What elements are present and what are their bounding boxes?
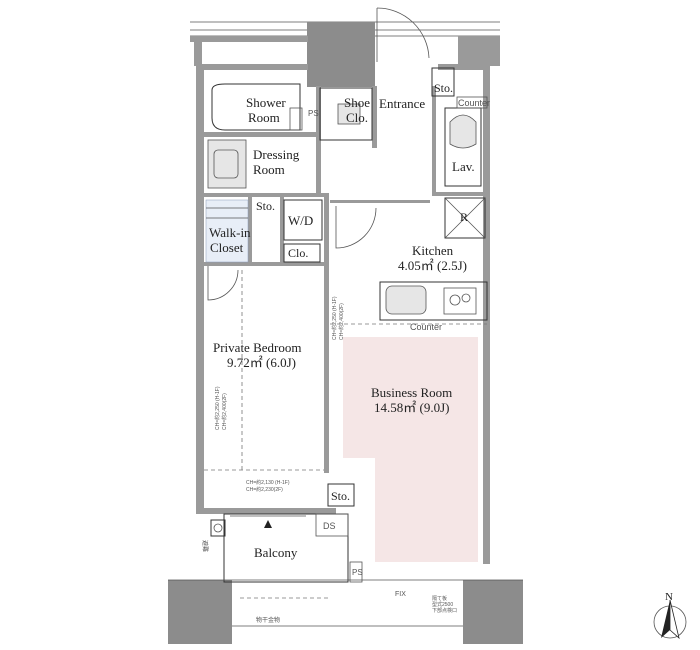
lav-counter-box (456, 96, 488, 109)
ps-bottom-label: PS (352, 568, 363, 577)
ch-bed-1: CH=約2,130 (H-1F) (246, 479, 290, 486)
walkin-label-1: Walk-in (209, 225, 251, 240)
shower-fixtures (211, 83, 303, 131)
ch-left-a: CH=約2,250 (H-1F) (214, 386, 221, 430)
entrance-label: Entrance (379, 96, 425, 111)
ps-top-label: PS (308, 109, 319, 118)
shoe-closet-shelf (337, 103, 361, 125)
toilet (444, 107, 482, 187)
clo-label: Clo. (288, 246, 308, 260)
sto-top-label: Sto. (434, 81, 453, 95)
ch-bed-2: CH=約2,230(2F) (246, 486, 283, 493)
bottom-storage-box (327, 483, 355, 507)
column-bottom-right (463, 580, 523, 644)
partition-1: 隔て板 (432, 595, 447, 602)
refrigerator-box (444, 197, 486, 239)
shoe-label-2: Clo. (346, 110, 368, 125)
walkin-closet-shelving (205, 199, 249, 263)
balcony-label: Balcony (254, 545, 298, 560)
entrance-storage-box (431, 67, 455, 97)
partition-2: 型式2500 (432, 601, 453, 608)
wd-label: W/D (288, 213, 313, 228)
ds-label: DS (323, 521, 336, 531)
dressing-sink (207, 139, 247, 189)
dressing-label-1: Dressing (253, 147, 300, 162)
kitchen-label: Kitchen (412, 243, 454, 258)
balcony-outline (223, 513, 363, 599)
north-compass-icon: N (653, 591, 687, 640)
sto-mid-label: Sto. (256, 199, 275, 213)
entrance-door (376, 7, 430, 62)
fix-label: FIX (395, 591, 406, 598)
column-bottom-left (168, 580, 232, 644)
ch-vert-b: CH=約2,400(2F) (338, 303, 345, 340)
ch-vert-a: CH=約2,250 (H-1F) (331, 296, 338, 340)
shoe-label-1: Shoe (344, 95, 370, 110)
shoe-closet-box (319, 87, 373, 141)
kitchen-counter (379, 281, 488, 321)
window-triangle (264, 520, 272, 528)
bedroom-door (207, 266, 239, 301)
dashed-lines (204, 270, 487, 471)
lav-label: Lav. (452, 159, 475, 174)
kitchen-counter-label: Counter (410, 322, 442, 332)
shower-label-2: Room (248, 110, 280, 125)
emergency-label: 避難 (201, 540, 209, 552)
drying-label: 物干金物 (256, 616, 280, 624)
interior-walls (204, 86, 487, 473)
emergency-hatch-icon (210, 519, 226, 537)
hall-door (335, 206, 377, 249)
ch-left-b: CH=約2,400(2F) (221, 393, 228, 430)
sto-bottom-label: Sto. (331, 489, 350, 503)
business-area: 14.58㎡ (9.0J) (374, 400, 449, 415)
partition-3: 下部点検口 (432, 607, 457, 614)
dressing-label-2: Room (253, 162, 285, 177)
refrigerator-label: R (460, 210, 468, 224)
kitchen-area: 4.05㎡ (2.5J) (398, 258, 467, 273)
bedroom-label: Private Bedroom (213, 340, 301, 355)
business-room-area (343, 337, 478, 562)
counter-top-label: Counter (458, 98, 490, 108)
shower-label-1: Shower (246, 95, 286, 110)
bedroom-area: 9.72㎡ (6.0J) (227, 355, 296, 370)
business-label: Business Room (371, 385, 452, 400)
wd-box (283, 199, 323, 241)
walkin-label-2: Closet (210, 240, 244, 255)
closet-clo-box (283, 243, 321, 263)
compass-label: N (665, 591, 673, 603)
column-top (307, 22, 375, 87)
